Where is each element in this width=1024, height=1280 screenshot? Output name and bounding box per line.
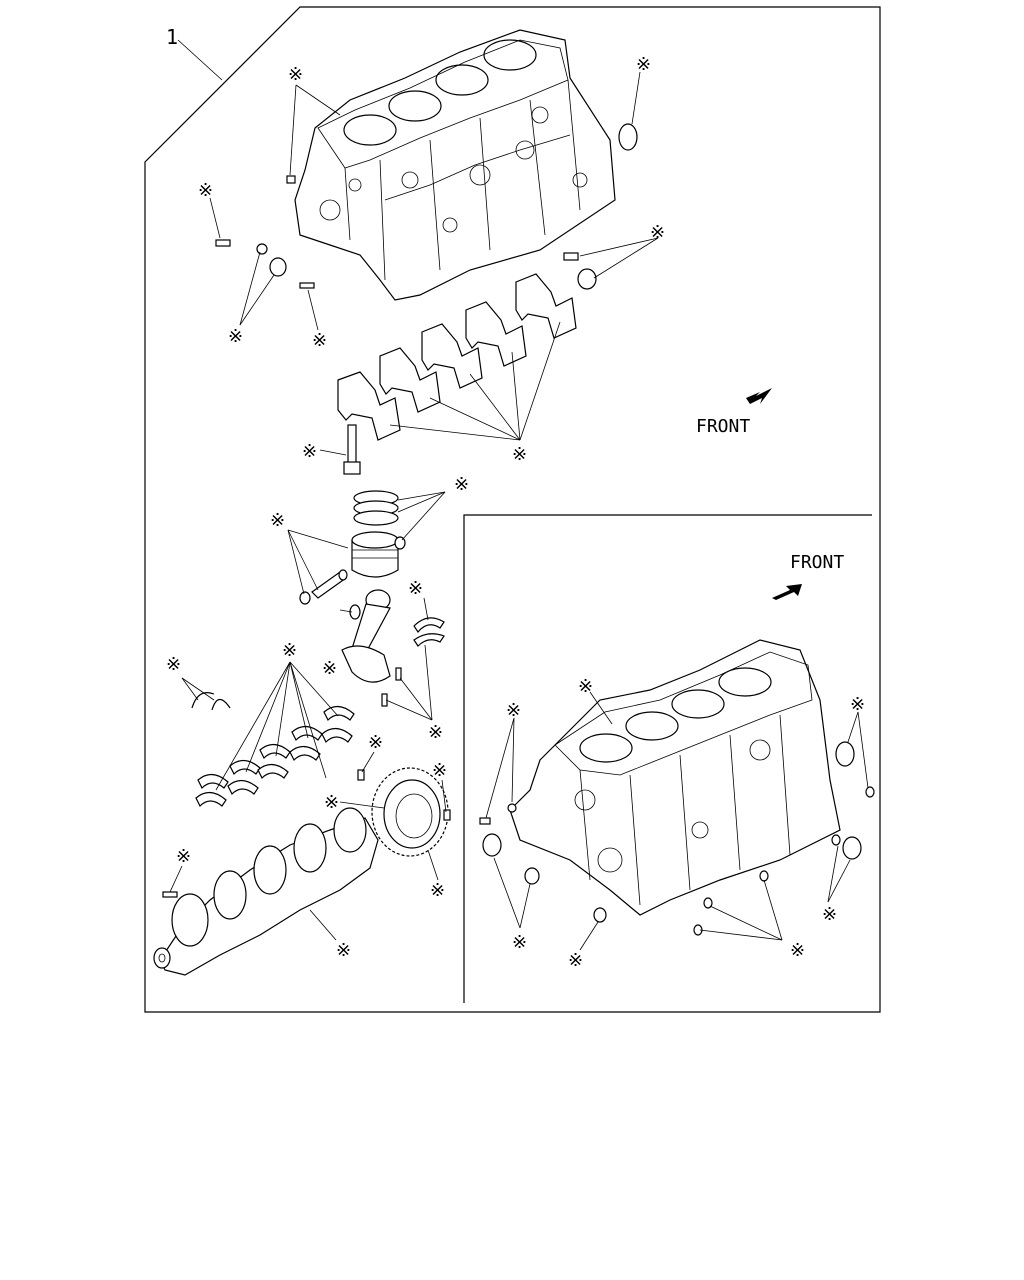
svg-text:※: ※ [454, 474, 469, 495]
svg-text:※: ※ [324, 792, 339, 813]
front-label-inset: FRONT [790, 552, 844, 573]
bearing-cap-bolt [319, 424, 361, 475]
svg-text:※: ※ [432, 760, 447, 781]
leader-lines-conrod [339, 597, 433, 721]
cylinder-bore-1 [343, 114, 397, 146]
svg-text:※: ※ [166, 654, 181, 675]
svg-text:※: ※ [288, 64, 303, 85]
cylinder-bore-2 [388, 90, 442, 122]
svg-text:※: ※ [568, 950, 583, 971]
svg-text:※: ※ [322, 658, 337, 679]
svg-text:※: ※ [176, 846, 191, 867]
item-number: 1 [166, 25, 178, 49]
leader-lines-gear [339, 751, 447, 881]
svg-text:※: ※ [512, 444, 527, 465]
cylinder-bore-3 [435, 64, 489, 96]
reference-marks-piston: ※ ※ ※ ※ ※ [270, 474, 469, 743]
cylinder-block [294, 29, 616, 301]
leader-lines-crank [169, 865, 337, 941]
block-plugs [215, 123, 638, 290]
main-bearings [195, 705, 355, 808]
leader-lines-bearings [181, 661, 339, 791]
svg-text:※: ※ [282, 640, 297, 661]
svg-text:※: ※ [428, 722, 443, 743]
inset-frame [463, 514, 872, 1003]
inset-plugs [479, 741, 875, 936]
inset-cylinder-block [509, 639, 841, 916]
leader-lines-inset [485, 691, 869, 951]
inset-bore-4 [718, 667, 772, 697]
inset-bore-1 [579, 733, 633, 763]
svg-text:※: ※ [636, 54, 651, 75]
front-arrow-main: FRONT [696, 388, 772, 437]
inset-bore-3 [671, 689, 725, 719]
reference-marks-bearings: ※ ※ [166, 640, 297, 675]
svg-text:※: ※ [228, 326, 243, 347]
svg-text:※: ※ [578, 676, 593, 697]
leader-lines-piston [287, 491, 446, 595]
snap-rings [299, 536, 406, 605]
svg-text:※: ※ [368, 732, 383, 753]
reference-marks-caps: ※ ※ [302, 441, 527, 465]
svg-text:※: ※ [512, 932, 527, 953]
svg-text:※: ※ [408, 578, 423, 599]
thrust-washers [191, 692, 231, 711]
svg-text:※: ※ [336, 940, 351, 961]
main-bearing-caps [337, 273, 577, 441]
piston-rings [353, 490, 399, 526]
crankshaft [153, 807, 379, 976]
svg-text:※: ※ [270, 510, 285, 531]
svg-text:※: ※ [506, 700, 521, 721]
svg-text:※: ※ [198, 180, 213, 201]
cylinder-bore-4 [483, 39, 537, 71]
svg-text:※: ※ [430, 880, 445, 901]
front-arrow-inset: FRONT [772, 552, 844, 600]
inset-bore-2 [625, 711, 679, 741]
connecting-rod [341, 589, 402, 707]
svg-text:※: ※ [822, 904, 837, 925]
svg-text:※: ※ [650, 222, 665, 243]
piston-pin [311, 569, 348, 599]
svg-text:※: ※ [850, 694, 865, 715]
gear-bolts [357, 769, 451, 821]
piston [351, 531, 399, 578]
svg-text:※: ※ [312, 330, 327, 351]
crankshaft-gear [371, 767, 449, 857]
diagram-frame [144, 6, 881, 1013]
svg-text:※: ※ [790, 940, 805, 961]
leader-lines-block [209, 71, 659, 331]
reference-marks-crank: ※ ※ [176, 846, 351, 961]
conrod-bearings [413, 617, 445, 647]
svg-text:※: ※ [302, 441, 317, 462]
front-label-main: FRONT [696, 416, 750, 437]
reference-marks-main: ※ ※ ※ ※ ※ ※ [198, 54, 665, 351]
reference-marks-inset: ※ ※ ※ ※ ※ ※ ※ [506, 676, 865, 971]
reference-marks-gear: ※ ※ ※ ※ [324, 732, 447, 901]
